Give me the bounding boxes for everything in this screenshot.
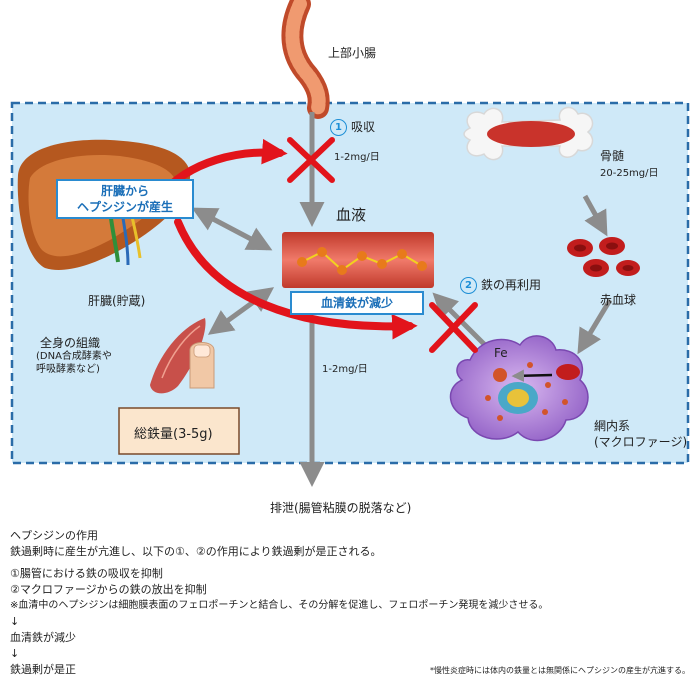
notes-title: ヘプシジンの作用: [10, 529, 98, 542]
absorption-text: 吸収: [351, 120, 376, 134]
notes-line: 鉄過剰時に産生が亢進し、以下の①、②の作用により鉄過剰が是正される。: [10, 545, 382, 558]
liver-hepcidin-text: 肝臓から ヘプシジンが産生: [76, 184, 173, 214]
bone-icon: [463, 106, 594, 161]
tissue-sub-label: (DNA合成酵素や 呼吸酵素など): [36, 351, 112, 375]
bone-marrow-label: 骨髄: [600, 149, 625, 163]
iron-metabolism-diagram: 上部小腸 1 吸収 1-2mg/日 血液 肝臓から ヘプシジンが産生 血清鉄が減少…: [10, 0, 690, 515]
rbc-label: 赤血球: [600, 293, 637, 307]
fe-label: Fe: [494, 346, 508, 360]
absorption-amount: 1-2mg/日: [334, 152, 380, 163]
total-iron-label: 総鉄量(3-5g): [134, 427, 213, 442]
reuse-text: 鉄の再利用: [481, 278, 542, 292]
footnote: *慢性炎症時には体内の鉄量とは無関係にヘプシジンの産生が亢進する。: [430, 666, 690, 675]
bone-rbc-arrow: [582, 194, 608, 237]
excretion-label: 排泄(腸管粘膜の脱落など): [270, 501, 412, 515]
macrophage-icon: [449, 335, 589, 442]
red-blood-cells-icon: [567, 237, 640, 277]
blood-label: 血液: [336, 206, 367, 224]
rbc-macrophage-arrow: [577, 298, 613, 355]
block-reuse-x-icon: [429, 302, 478, 353]
tissue-label: 全身の組織: [40, 336, 101, 350]
notes-line: ①腸管における鉄の吸収を抑制: [10, 567, 163, 580]
notes-arrow: ↓: [10, 647, 20, 660]
blood-vessel-icon: [282, 232, 434, 288]
serum-iron-box: 血清鉄が減少: [290, 291, 424, 315]
tissue-blood-arrow: [207, 287, 275, 335]
intestine-icon: [281, 0, 330, 119]
serum-iron-text: 血清鉄が減少: [320, 296, 393, 310]
macrophage-label: 網内系 (マクロファージ): [594, 419, 688, 449]
liver-label: 肝臓(貯蔵): [88, 294, 146, 308]
hepcidin-notes: ヘプシジンの作用 鉄過剰時に産生が亢進し、以下の①、②の作用により鉄過剰が是正さ…: [10, 528, 690, 678]
top-intestine-label: 上部小腸: [328, 46, 377, 60]
hepcidin-macrophage-arrow: [174, 218, 418, 340]
reuse-number-icon: 2: [460, 277, 477, 294]
blood-amount: 1-2mg/日: [322, 364, 368, 375]
absorption-number-icon: 1: [330, 119, 347, 136]
block-absorption-x-icon: [287, 137, 335, 183]
notes-arrow: ↓: [10, 615, 20, 628]
notes-line: 鉄過剰が是正: [10, 663, 76, 676]
notes-line: 血清鉄が減少: [10, 631, 76, 644]
reuse-label: 2 鉄の再利用: [460, 276, 541, 294]
total-iron-box: [118, 407, 240, 455]
bone-marrow-amount: 20-25mg/日: [600, 168, 659, 179]
notes-line: ②マクロファージからの鉄の放出を抑制: [10, 583, 207, 596]
liver-blood-arrow: [191, 207, 273, 251]
tissue-icon: [150, 318, 215, 394]
absorption-label: 1 吸収: [330, 118, 375, 136]
notes-line: ※血清中のヘプシジンは細胞膜表面のフェロポーチンと結合し、その分解を促進し、フェ…: [10, 600, 549, 611]
liver-hepcidin-box: 肝臓から ヘプシジンが産生: [56, 179, 194, 219]
